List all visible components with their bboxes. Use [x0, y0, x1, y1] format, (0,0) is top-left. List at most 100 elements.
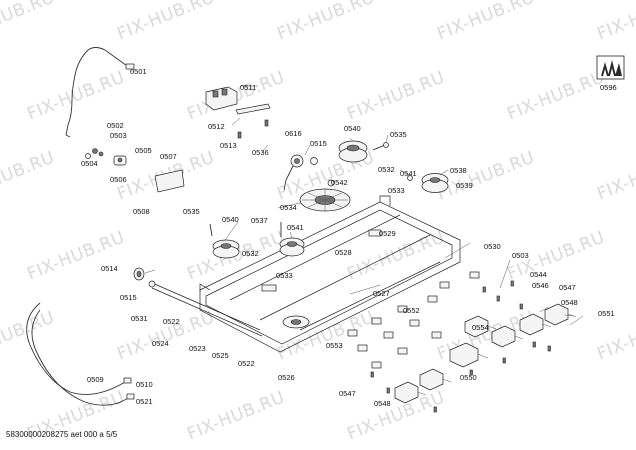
- watermark-text: FIX-HUB.RU: [504, 67, 607, 124]
- manifold-frame: [199, 195, 461, 353]
- part-label: 0535: [390, 130, 407, 139]
- part-label: 0541: [400, 169, 417, 178]
- wok-burner-0534: [299, 188, 351, 212]
- part-label: 0551: [598, 309, 615, 318]
- watermark-text: FIX-HUB.RU: [114, 0, 217, 45]
- thermo-wire-0509: [26, 302, 126, 395]
- watermark-text: FIX-HUB.RU: [24, 67, 127, 124]
- bracket-0512: [235, 103, 271, 115]
- part-label: 0550: [460, 373, 477, 382]
- part-label: 0531: [131, 314, 148, 323]
- inlet-0514: [133, 267, 145, 281]
- part-label: 0533: [276, 271, 293, 280]
- part-label: 0509: [87, 375, 104, 384]
- part-label: 0548: [374, 399, 391, 408]
- part-label: 0534: [280, 203, 297, 212]
- part-label: 0503: [512, 251, 529, 260]
- part-label: 0508: [133, 207, 150, 216]
- ignition-module-0511: [205, 86, 238, 111]
- part-label: 0535: [183, 207, 200, 216]
- part-label: 0548: [561, 298, 578, 307]
- spark-tip: [383, 142, 389, 148]
- valve-row: [394, 303, 577, 404]
- screw-0513b: [237, 131, 242, 139]
- burner-0532-top: [338, 140, 368, 163]
- watermark-text: FIX-HUB.RU: [184, 387, 287, 444]
- spark-0535: [372, 144, 386, 151]
- part-label: 0523: [189, 344, 206, 353]
- part-label: 0536: [252, 148, 269, 157]
- part-label: 0501: [130, 67, 147, 76]
- screws: [370, 280, 551, 413]
- part-label: 0552: [403, 306, 420, 315]
- rail-0531b: [151, 287, 263, 337]
- watermark-text: FIX-HUB.RU: [594, 147, 636, 204]
- part-label: 0507: [160, 152, 177, 161]
- part-label: 0506: [110, 175, 127, 184]
- part-label: 0616: [285, 129, 302, 138]
- fittings-0502-0506: [85, 148, 127, 166]
- rail-0531: [149, 281, 261, 331]
- part-label: 0529: [379, 229, 396, 238]
- part-label: 0510: [136, 380, 153, 389]
- part-label: 0514: [101, 264, 118, 273]
- watermark-text: FIX-HUB.RU: [24, 227, 127, 284]
- watermark-text: FIX-HUB.RU: [434, 0, 537, 45]
- burner-0533-center: [279, 237, 305, 257]
- watermark-text: FIX-HUB.RU: [274, 307, 377, 364]
- part-label: 0515: [310, 139, 327, 148]
- gas-type-icon: [596, 55, 625, 80]
- part-label: 0540: [222, 215, 239, 224]
- parts-drawing: [26, 47, 625, 413]
- thermo-wire-0510: [31, 309, 129, 406]
- part-label: 0533: [388, 186, 405, 195]
- part-label: 0546: [532, 281, 549, 290]
- part-label: 0537: [251, 216, 268, 225]
- watermark-text: FIX-HUB.RU: [0, 307, 58, 364]
- ring-0515: [310, 157, 318, 165]
- leader-lines: [131, 70, 584, 326]
- drawing-reference: 58300000208275 aet 000 a 5/5: [6, 430, 118, 439]
- pipe-nut: [125, 63, 135, 70]
- gas-pipe-0501: [65, 47, 131, 136]
- watermark-text: FIX-HUB.RU: [114, 307, 217, 364]
- burner-0532-left: [212, 239, 240, 259]
- gas-icon-label: 0596: [600, 83, 617, 92]
- part-label: 0512: [208, 122, 225, 131]
- part-label: 0505: [135, 146, 152, 155]
- bracket-0507: [154, 169, 185, 193]
- part-label: 0528: [335, 248, 352, 257]
- thermocouple-0616: [283, 154, 304, 191]
- part-label: 0511: [240, 83, 256, 92]
- part-labels: 0501 0511 0512 0513 0502 0503 0504 0505 …: [81, 67, 617, 408]
- wire-connector-b: [126, 393, 135, 400]
- gas-pipe-end: [65, 134, 71, 138]
- part-label: 0504: [81, 159, 98, 168]
- part-label: 0513: [220, 141, 237, 150]
- part-label: 0553: [326, 341, 343, 350]
- watermark-text: FIX-HUB.RU: [344, 67, 447, 124]
- part-label: 0540: [344, 124, 361, 133]
- part-label: 0538: [450, 166, 467, 175]
- screw-0513: [264, 119, 269, 127]
- part-label: 0544: [530, 270, 547, 279]
- thermo-0535: [209, 223, 213, 237]
- part-label: 0526: [278, 373, 295, 382]
- part-label: 0541: [287, 223, 304, 232]
- watermark-text: FIX-HUB.RU: [0, 147, 58, 204]
- part-label: 0547: [339, 389, 356, 398]
- part-0541: [407, 175, 413, 181]
- part-label: 0530: [484, 242, 501, 251]
- part-label: 0532: [242, 249, 259, 258]
- part-label: 0502: [107, 121, 124, 130]
- clips: [347, 271, 480, 369]
- part-label: 0522: [238, 359, 255, 368]
- part-label: 0515: [120, 293, 137, 302]
- fitting-0533: [261, 284, 277, 292]
- part-label: 0532: [378, 165, 395, 174]
- part-label: 0522: [163, 317, 180, 326]
- part-0542: [327, 179, 335, 187]
- wire-connector: [123, 377, 132, 384]
